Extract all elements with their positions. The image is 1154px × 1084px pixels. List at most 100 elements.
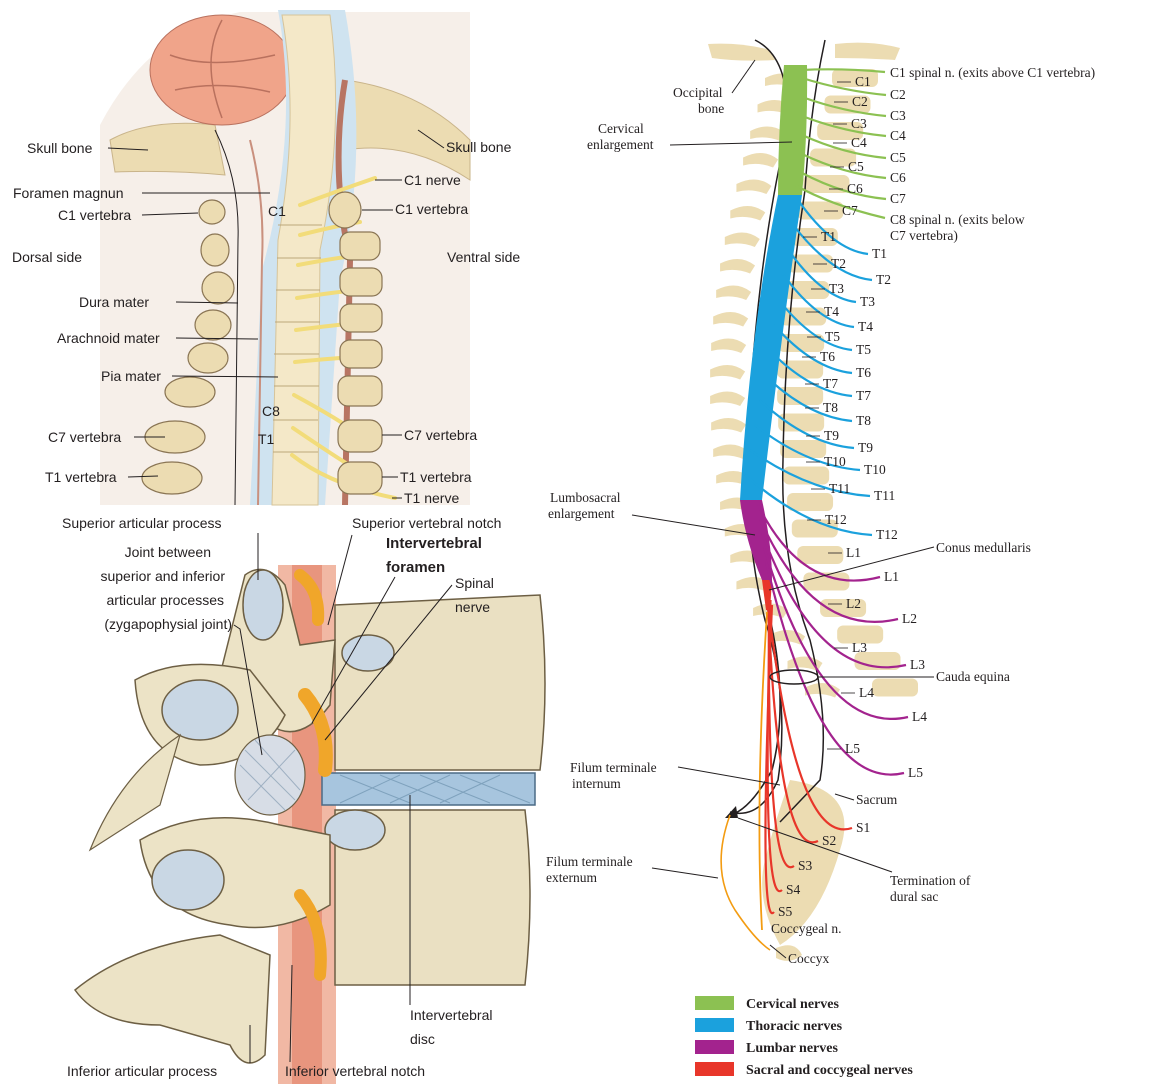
lumbosacral-enlargement-label-line1: Lumbosacral <box>550 490 621 505</box>
spinal-nerve-s1 <box>764 584 853 831</box>
spinal-nerve-t11 <box>749 449 871 498</box>
vertebra-label-c4: C4 <box>851 135 867 150</box>
posterior-arches <box>141 199 235 495</box>
joint-capsule-fibers <box>239 739 301 811</box>
spinal-nerve-t12 <box>744 474 873 537</box>
t1-nerve-label: T1 nerve <box>404 490 459 506</box>
vertebra-label-c2: C2 <box>852 94 868 109</box>
spinous-process <box>710 364 746 380</box>
spinous-process <box>724 232 760 247</box>
nerve-label-l1: L1 <box>884 569 899 584</box>
joint-label-line3: articular processes <box>107 592 225 608</box>
ventral-side-label: Ventral side <box>447 249 520 265</box>
intervertebral-disc-label-line2: disc <box>410 1031 435 1047</box>
coccygeal-nerve-label: Coccygeal n. <box>771 921 841 936</box>
inferior-articular-process-shape <box>73 934 271 1064</box>
filum-internum-label-line1: Filum terminale <box>570 760 657 775</box>
vertebra-labels: C1C2C3C4C5C6C7T1T2T3T4T5T6T7T8T9T10T11T1… <box>802 74 874 756</box>
nerve-label-t11: T11 <box>874 488 895 503</box>
pedicle-facet-upper <box>341 634 395 672</box>
legend-label: Thoracic nerves <box>746 1019 843 1034</box>
spinous-process <box>711 338 747 353</box>
pia-mater-leader <box>171 375 279 378</box>
nerve-label-c7: C7 <box>890 191 906 206</box>
cervical-enlargement-label-line2: enlargement <box>587 137 654 152</box>
coccyx-leader <box>769 944 787 959</box>
spinal-nerve-l2 <box>758 518 899 623</box>
spinal-nerve-c6 <box>801 153 887 180</box>
neck-sagittal-panel: Skull bone Skull bone Foramen magnun C1 … <box>0 0 540 510</box>
occipital-bone-leader <box>731 59 756 94</box>
pedicle-facet-lower <box>324 809 386 851</box>
arachnoid-mater-leader <box>175 337 259 340</box>
spinous-process-upper <box>88 733 182 852</box>
lumbar-cord-segment <box>740 500 772 580</box>
joint-leader <box>233 624 263 756</box>
c8-spinal-nerve-label-line2: C7 vertebra) <box>890 228 958 243</box>
c8-nerve <box>794 184 886 220</box>
c1-vertebra-left-label: C1 vertebra <box>58 207 131 223</box>
skull-bone-left-leader <box>107 147 149 151</box>
conus-medullaris-leader <box>768 546 935 591</box>
spinal-nerve-lower <box>294 889 327 981</box>
spinous-process <box>750 126 786 141</box>
joint-label-line1: Joint between <box>125 544 211 560</box>
intervertebral-foramen-label-line2: foramen <box>386 559 445 576</box>
nerve-label-l4: L4 <box>912 709 927 724</box>
nerve-labels: C2C3C4C5C6C7T1T2T3T4T5T6T7T8T9T10T11T12L… <box>778 87 927 919</box>
c1-nerve <box>801 68 886 74</box>
vertebra-label-c1: C1 <box>855 74 871 89</box>
vertebra-label-l3: L3 <box>852 640 867 655</box>
lower-vertebral-body <box>334 809 531 986</box>
vertebra-label-l5: L5 <box>845 741 860 756</box>
vertebra-label-t9: T9 <box>824 428 839 443</box>
cerebellum-shape <box>149 14 295 126</box>
filum-externum-label-line2: externum <box>546 870 597 885</box>
superior-articular-facet <box>242 569 284 641</box>
lower-transverse-facet <box>151 849 225 911</box>
vertebral-body <box>778 334 825 352</box>
foramen-magnun-label: Foramen magnun <box>13 185 124 201</box>
dorsal-side-label: Dorsal side <box>12 249 82 265</box>
spinal-nerve-l4 <box>762 546 909 720</box>
cauda-equina-label: Cauda equina <box>936 669 1010 684</box>
spinous-process <box>713 444 749 459</box>
spinal-nerve-upper <box>298 688 333 777</box>
spinous-process <box>736 179 772 194</box>
dura-mater-leader <box>175 301 239 304</box>
nerve-label-l5: L5 <box>908 765 923 780</box>
spinal-nerve-t6 <box>773 324 853 375</box>
vertebra-label-t12: T12 <box>825 512 847 527</box>
filum-terminale-arrowhead <box>725 806 738 818</box>
superior-vertebral-notch-leader <box>327 534 353 626</box>
vertebral-body <box>824 95 871 114</box>
legend-swatch <box>695 1062 734 1076</box>
arachnoid-mater-label: Arachnoid mater <box>57 330 160 346</box>
sacrum-shape <box>762 780 845 945</box>
cord-segment-lines <box>273 224 322 453</box>
filum-externum-leader <box>651 867 719 879</box>
c7-vertebra-left-label: C7 vertebra <box>48 429 121 445</box>
sacrum-label: Sacrum <box>856 792 898 807</box>
nerve-label-t10: T10 <box>864 462 886 477</box>
lumbar-vertebrae-diagram: Superior articular process Superior vert… <box>62 515 546 1084</box>
joint-label-line4: (zygapophysial joint) <box>104 616 232 632</box>
vertebral-body <box>787 254 834 273</box>
nerve-label-s3: S3 <box>798 858 813 873</box>
vertebral-bodies <box>328 191 383 495</box>
dura-mater-posterior <box>214 129 239 506</box>
filum-internum-label-line2: internum <box>572 776 621 791</box>
vertebra-label-t8: T8 <box>823 400 838 415</box>
coccyx-label: Coccyx <box>788 951 829 966</box>
lumbosacral-enlargement-label-line2: enlargement <box>548 506 615 521</box>
vertebra-label-t3: T3 <box>829 281 844 296</box>
intervertebral-foramen-leader <box>311 576 396 724</box>
occipital-bone-label-line1: Occipital <box>673 85 723 100</box>
dura-mater-label: Dura mater <box>79 294 149 310</box>
vertebral-body <box>837 625 884 644</box>
spinal-nerve-leader <box>324 584 453 741</box>
arachnoid-line <box>249 139 264 506</box>
c1-vertebra-right-label: C1 vertebra <box>395 201 468 217</box>
